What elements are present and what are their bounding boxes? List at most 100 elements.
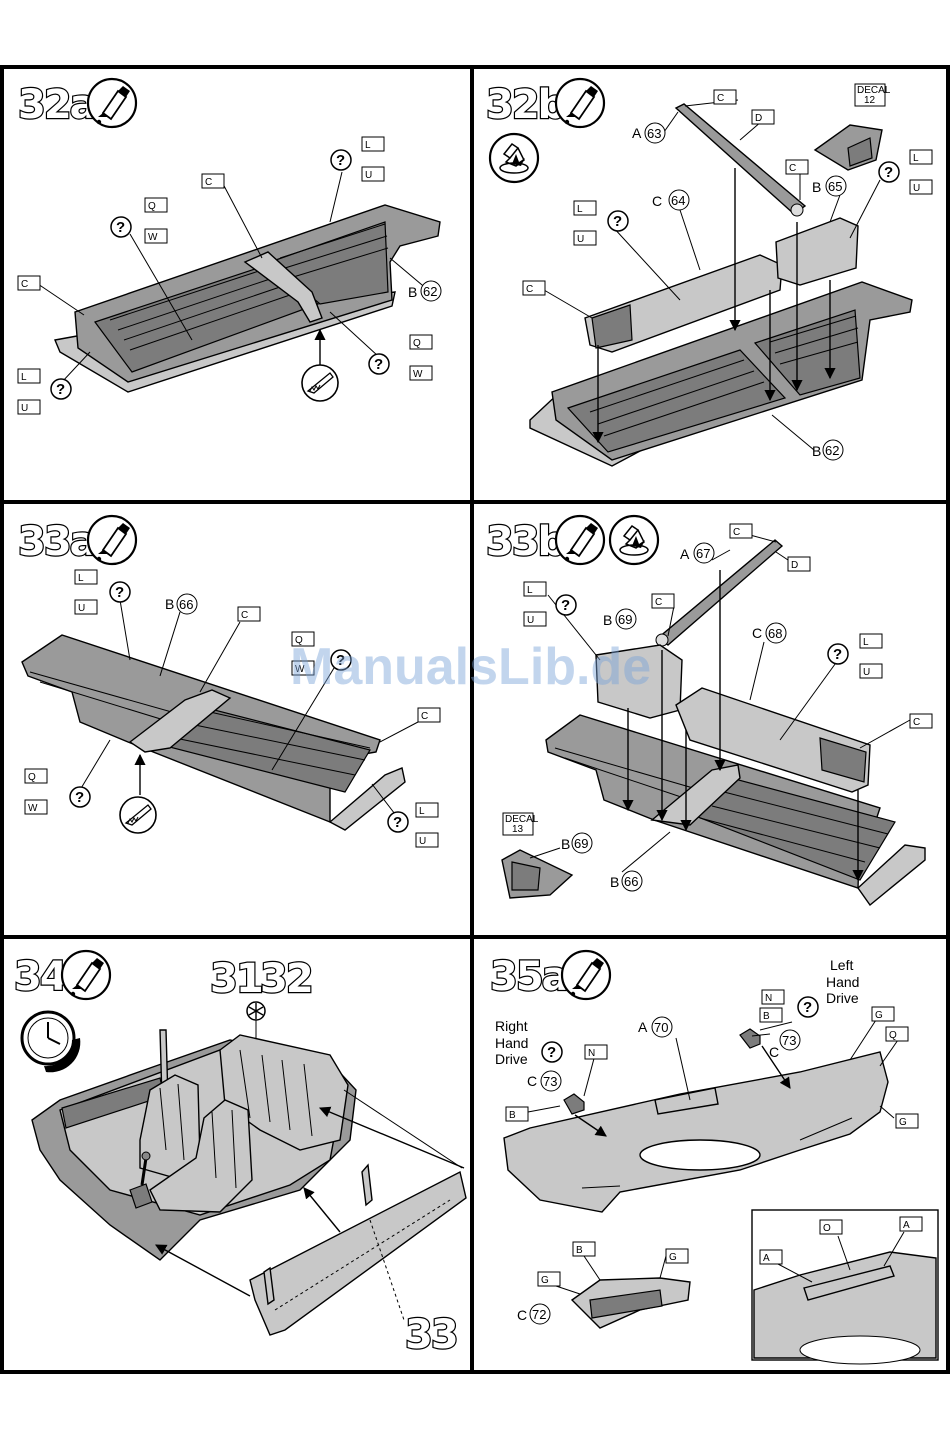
glue-tube-icon: [88, 79, 136, 127]
label-n-right: N: [585, 1045, 607, 1059]
label-u-left: U: [75, 600, 97, 614]
svg-text:L: L: [78, 573, 84, 584]
asterisk-icon: [247, 1002, 265, 1020]
result-step-33: 33: [405, 1312, 457, 1358]
svg-text:A: A: [680, 546, 690, 562]
label-u-left: U: [524, 612, 546, 626]
step-number: 32b: [486, 82, 565, 128]
part-33-panel: [250, 1172, 466, 1335]
glue-tube-icon: [88, 516, 136, 564]
svg-text:12: 12: [864, 95, 876, 106]
svg-text:Left: Left: [830, 957, 853, 973]
label-a-inset-left: A: [760, 1250, 782, 1264]
label-b-right: B: [506, 1107, 528, 1121]
ref-step-31: 31: [210, 956, 262, 1002]
svg-text:66: 66: [179, 597, 193, 612]
svg-text:L: L: [419, 806, 425, 817]
label-u-right: U: [362, 167, 384, 181]
panel-step-35a: 35a Left Hand Drive Right Hand Drive: [490, 951, 938, 1364]
svg-text:?: ?: [374, 356, 383, 373]
switch-left: [740, 1029, 760, 1048]
label-l-left: L: [18, 369, 40, 383]
label-u-right: U: [416, 833, 438, 847]
svg-text:67: 67: [696, 546, 710, 561]
help-lu-left: ?: [110, 582, 130, 602]
svg-text:G: G: [899, 1117, 907, 1128]
label-l-right: L: [416, 803, 438, 817]
svg-text:68: 68: [768, 626, 782, 641]
svg-text:B: B: [165, 596, 174, 612]
svg-text:L: L: [913, 153, 919, 164]
label-w-left: W: [145, 229, 167, 243]
svg-text:Q: Q: [889, 1030, 897, 1041]
svg-text:C: C: [652, 193, 662, 209]
glue-tube-icon: [556, 79, 604, 127]
svg-text:D: D: [755, 113, 762, 124]
decal-12: DECAL 12: [855, 84, 891, 106]
label-c-top: C: [202, 174, 224, 188]
svg-text:62: 62: [423, 284, 437, 299]
svg-text:C: C: [717, 93, 724, 104]
svg-text:A: A: [903, 1220, 910, 1231]
svg-text:C: C: [527, 1073, 537, 1089]
help-lu-right: ?: [879, 162, 899, 182]
step-number: 33b: [486, 519, 565, 565]
help-lu-left: ?: [556, 595, 576, 615]
svg-text:A: A: [632, 125, 642, 141]
svg-text:U: U: [577, 234, 584, 245]
label-q-right: Q: [410, 335, 432, 349]
switch-right: [564, 1094, 584, 1114]
label-q-left: Q: [145, 198, 167, 212]
part-b65-cushion: [776, 218, 858, 285]
svg-text:C: C: [205, 177, 212, 188]
svg-text:N: N: [588, 1048, 595, 1059]
label-u-right: U: [910, 180, 932, 194]
note-left-hand-drive: Left Hand Drive: [826, 957, 859, 1006]
svg-text:69: 69: [574, 836, 588, 851]
label-l-left: L: [75, 570, 97, 584]
svg-text:72: 72: [532, 1307, 546, 1322]
label-n-left: N: [762, 990, 784, 1004]
label-u-right: U: [860, 664, 882, 678]
help-q-left: ?: [111, 217, 131, 237]
svg-text:L: L: [365, 140, 371, 151]
svg-text:C: C: [526, 284, 533, 295]
paint-drip-icon: [490, 134, 538, 182]
svg-text:W: W: [28, 803, 38, 814]
svg-text:L: L: [577, 204, 583, 215]
panel-step-32a: 32a C Q W ? L U ? C L U ?: [18, 79, 441, 414]
part-ref-c73-left: C73: [769, 1030, 800, 1060]
label-u-left: U: [18, 400, 40, 414]
help-lu-right: ?: [828, 644, 848, 664]
panel-step-32b: 32b DECAL 12: [486, 79, 932, 466]
help-left-hand: ?: [798, 997, 818, 1017]
label-c-mid: C: [652, 594, 674, 608]
label-l-right: L: [860, 634, 882, 648]
svg-text:13: 13: [512, 824, 524, 835]
saw-cut-icon: [120, 797, 156, 833]
svg-text:D: D: [791, 560, 798, 571]
label-q-left: Q: [25, 769, 47, 783]
svg-text:C: C: [241, 610, 248, 621]
svg-text:B: B: [408, 284, 417, 300]
label-g-right: G: [896, 1114, 918, 1128]
label-l-left: L: [524, 582, 546, 596]
svg-text:U: U: [21, 403, 28, 414]
svg-text:?: ?: [833, 646, 842, 663]
label-w-right: W: [410, 366, 432, 380]
label-l-right: L: [910, 150, 932, 164]
svg-text:L: L: [863, 637, 869, 648]
svg-text:L: L: [21, 372, 27, 383]
panel-step-34: 34 31 32: [14, 951, 466, 1358]
label-c-right: C: [910, 714, 932, 728]
glue-tube-icon: [562, 951, 610, 999]
svg-text:65: 65: [828, 179, 842, 194]
svg-text:C: C: [733, 527, 740, 538]
svg-text:B: B: [610, 874, 619, 890]
help-qw-left: ?: [70, 787, 90, 807]
svg-text:C: C: [21, 279, 28, 290]
